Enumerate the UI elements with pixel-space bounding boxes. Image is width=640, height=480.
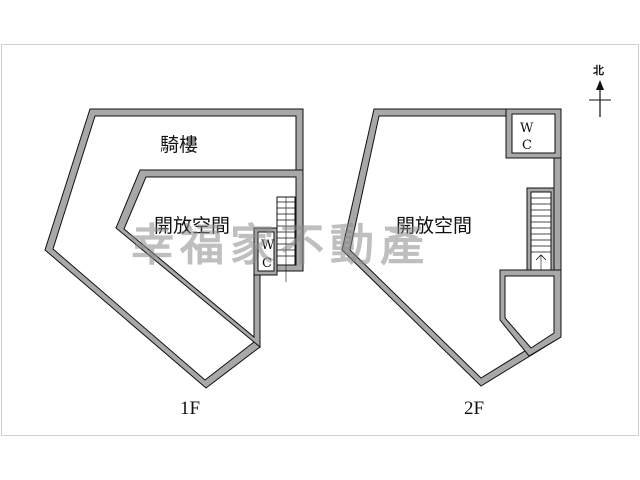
north-label: 北 bbox=[593, 63, 604, 77]
wc-room-1f bbox=[253, 227, 278, 276]
floor-label-2f: 2F bbox=[464, 398, 484, 419]
north-arrow: 北 bbox=[589, 63, 611, 117]
staircase-1f bbox=[276, 196, 296, 282]
lower-room-2f bbox=[499, 269, 562, 357]
wc-label-w-1f: W bbox=[261, 238, 275, 253]
floor-label-1f: 1F bbox=[180, 398, 200, 419]
wc-label-c-2f: C bbox=[522, 138, 532, 153]
watermark-text: 幸福家不動產 bbox=[130, 220, 430, 271]
floor-plan-2f: 開放空間 W C 2F bbox=[341, 108, 562, 419]
wc-label-w-2f: W bbox=[520, 121, 534, 136]
arcade-label: 騎樓 bbox=[160, 134, 198, 156]
wc-label-c-1f: C bbox=[262, 256, 272, 271]
north-arrow-icon bbox=[596, 80, 604, 90]
floor-plan-1f: 騎樓 開放空間 W C 1F bbox=[44, 108, 304, 419]
staircase-2f bbox=[526, 187, 555, 285]
open-space-label-1f: 開放空間 bbox=[154, 215, 230, 237]
wc-room-2f bbox=[505, 108, 562, 159]
open-space-label-2f: 開放空間 bbox=[396, 215, 472, 237]
